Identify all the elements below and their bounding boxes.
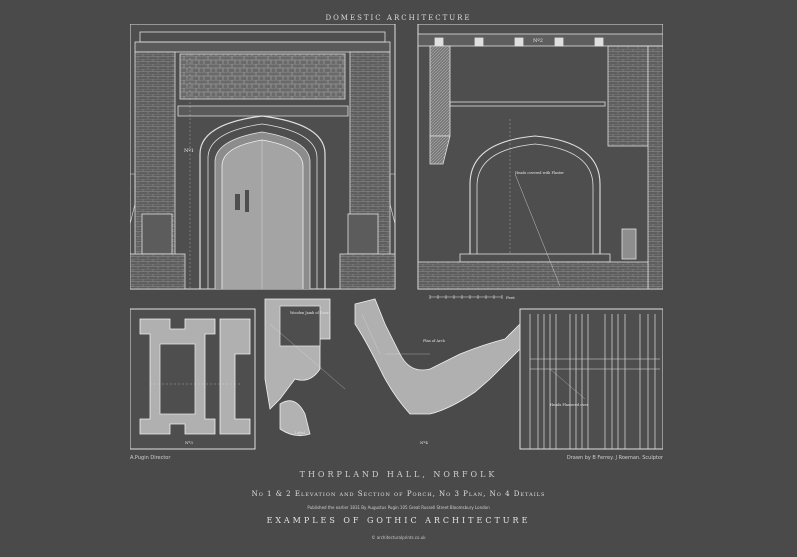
fig2-label: Nº2 xyxy=(533,38,543,44)
credit-left: A.Pugin Director xyxy=(130,455,171,461)
publication-line: Published the earlier 1831 By Augustus P… xyxy=(307,505,490,510)
plan-porch: Nº3 xyxy=(130,308,256,450)
heads-plaster-label: Heads covered with Plaster xyxy=(515,171,564,175)
architectural-drawing: Nº1 Nº2 Heads covered with Plaster xyxy=(130,24,663,450)
plate-header: DOMESTIC ARCHITECTURE xyxy=(325,14,472,22)
heads-plastered-label: Heads Plastered over xyxy=(550,403,588,407)
plan-of-arch-label: Plan of Arch xyxy=(423,339,446,343)
plate-title: THORPLAND HALL, NORFOLK xyxy=(299,470,498,479)
wooden-jamb-label: Wooden Jamb of Door xyxy=(290,311,329,315)
scale-bar: Feet xyxy=(429,295,515,300)
series-title: EXAMPLES OF GOTHIC ARCHITECTURE xyxy=(266,516,531,525)
fig4-label: Nº4 xyxy=(420,440,428,445)
label-label: Label xyxy=(295,431,306,435)
detail-arch-plan: Plan of Arch Nº4 xyxy=(354,298,526,445)
fig3-label: Nº3 xyxy=(185,440,193,445)
website-credit: © architecturalprints.co.uk xyxy=(371,535,426,540)
detail-jamb: Wooden Jamb of Door Label xyxy=(264,298,346,437)
scale-feet-label: Feet xyxy=(506,295,515,300)
elevation-porch: Nº1 xyxy=(130,24,396,290)
section-porch: Nº2 Heads covered with Plaster xyxy=(417,24,663,290)
credit-right: Drawn by B Ferrey. J Roeman. Sculptor xyxy=(566,455,663,461)
plate-subtitle: No 1 & 2 Elevation and Section of Porch,… xyxy=(251,490,546,498)
fig1-label: Nº1 xyxy=(184,148,194,154)
detail-moulding-elevation: Heads Plastered over xyxy=(519,308,663,450)
